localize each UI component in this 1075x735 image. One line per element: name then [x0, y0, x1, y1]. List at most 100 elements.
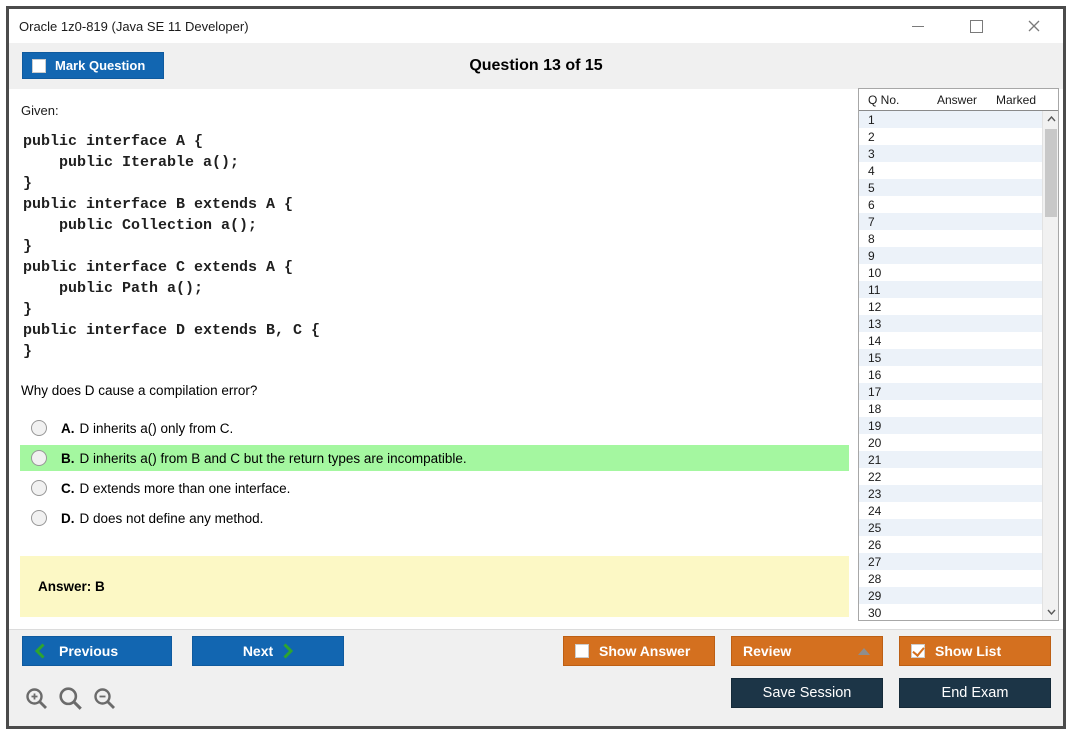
answer-label: Answer: B: [38, 579, 105, 594]
zoom-tools: [25, 686, 117, 712]
question-number: 5: [868, 180, 875, 195]
option-a-radio[interactable]: [31, 420, 47, 436]
question-list-row[interactable]: 8: [859, 230, 1042, 247]
question-number: 18: [868, 401, 882, 416]
question-list-row[interactable]: 9: [859, 247, 1042, 264]
review-label: Review: [743, 643, 792, 659]
show-list-button[interactable]: Show List: [899, 636, 1051, 666]
show-list-checkbox[interactable]: [911, 644, 925, 658]
option-text: D does not define any method.: [79, 510, 264, 526]
question-list-row[interactable]: 13: [859, 315, 1042, 332]
question-list-row[interactable]: 26: [859, 536, 1042, 553]
question-list-row[interactable]: 14: [859, 332, 1042, 349]
option-text: D inherits a() from B and C but the retu…: [79, 450, 467, 466]
zoom-in-icon[interactable]: [25, 687, 49, 711]
question-number: 21: [868, 452, 882, 467]
question-list-row[interactable]: 30: [859, 604, 1042, 620]
question-list-row[interactable]: 18: [859, 400, 1042, 417]
question-list-row[interactable]: 10: [859, 264, 1042, 281]
question-number: 27: [868, 554, 882, 569]
question-list-row[interactable]: 11: [859, 281, 1042, 298]
save-session-label: Save Session: [762, 685, 852, 701]
option-letter: B.: [61, 450, 75, 466]
save-session-button[interactable]: Save Session: [731, 678, 883, 708]
question-list-row[interactable]: 29: [859, 587, 1042, 604]
option-d-radio[interactable]: [31, 510, 47, 526]
question-list-row[interactable]: 7: [859, 213, 1042, 230]
previous-button[interactable]: Previous: [22, 636, 172, 666]
question-list-row[interactable]: 2: [859, 128, 1042, 145]
question-list-row[interactable]: 25: [859, 519, 1042, 536]
question-list-row[interactable]: 19: [859, 417, 1042, 434]
answer-reveal-box: Answer: B: [20, 556, 849, 617]
magnifier-icon[interactable]: [58, 686, 84, 712]
option-letter: A.: [61, 420, 75, 436]
show-answer-button[interactable]: Show Answer: [563, 636, 715, 666]
end-exam-button[interactable]: End Exam: [899, 678, 1051, 708]
question-list-panel: Q No. Answer Marked 1 2 3 4: [858, 88, 1059, 621]
question-number: 1: [868, 112, 875, 127]
question-number: 15: [868, 350, 882, 365]
option-text: D extends more than one interface.: [79, 480, 291, 496]
option-c-radio[interactable]: [31, 480, 47, 496]
question-list-row[interactable]: 21: [859, 451, 1042, 468]
end-exam-label: End Exam: [941, 685, 1009, 701]
question-list-row[interactable]: 28: [859, 570, 1042, 587]
window-controls: [911, 9, 1041, 43]
answer-options: A. D inherits a() only from C. B. D inhe…: [20, 415, 849, 535]
question-list-row[interactable]: 5: [859, 179, 1042, 196]
column-q-no: Q No.: [868, 92, 900, 107]
question-number: 8: [868, 231, 875, 246]
minimize-icon[interactable]: [911, 19, 925, 33]
question-prompt: Why does D cause a compilation error?: [21, 383, 258, 398]
question-number: 10: [868, 265, 882, 280]
show-answer-checkbox[interactable]: [575, 644, 589, 658]
question-number: 25: [868, 520, 882, 535]
question-list-scrollbar[interactable]: [1042, 111, 1058, 620]
question-number: 3: [868, 146, 875, 161]
question-number: 7: [868, 214, 875, 229]
option-b[interactable]: B. D inherits a() from B and C but the r…: [20, 445, 849, 471]
scrollbar-down-icon[interactable]: [1043, 604, 1059, 620]
question-number: 2: [868, 129, 875, 144]
option-b-radio[interactable]: [31, 450, 47, 466]
question-list-row[interactable]: 16: [859, 366, 1042, 383]
question-list-row[interactable]: 15: [859, 349, 1042, 366]
question-number: 6: [868, 197, 875, 212]
mark-question-checkbox[interactable]: [32, 58, 46, 73]
question-list-row[interactable]: 20: [859, 434, 1042, 451]
column-answer: Answer: [936, 92, 977, 107]
maximize-icon[interactable]: [969, 19, 983, 33]
question-list-row[interactable]: 27: [859, 553, 1042, 570]
close-icon[interactable]: [1027, 19, 1041, 33]
mark-question-button[interactable]: Mark Question: [22, 52, 164, 79]
option-letter: C.: [61, 480, 75, 496]
question-list-row[interactable]: 4: [859, 162, 1042, 179]
question-number: 30: [868, 605, 882, 620]
question-number: 17: [868, 384, 882, 399]
window-title: Oracle 1z0-819 (Java SE 11 Developer): [19, 18, 249, 34]
question-list-row[interactable]: 22: [859, 468, 1042, 485]
question-number: 28: [868, 571, 882, 586]
review-button[interactable]: Review: [731, 636, 883, 666]
scrollbar-up-icon[interactable]: [1043, 111, 1059, 127]
option-a[interactable]: A. D inherits a() only from C.: [20, 415, 849, 441]
question-number: 24: [868, 503, 882, 518]
option-d[interactable]: D. D does not define any method.: [20, 505, 849, 531]
review-dropup-icon: [858, 648, 870, 655]
question-list-row[interactable]: 3: [859, 145, 1042, 162]
question-number: 29: [868, 588, 882, 603]
question-list-row[interactable]: 12: [859, 298, 1042, 315]
scrollbar-thumb[interactable]: [1045, 129, 1057, 217]
zoom-out-icon[interactable]: [93, 687, 117, 711]
next-button[interactable]: Next: [192, 636, 344, 666]
question-list-row[interactable]: 6: [859, 196, 1042, 213]
option-c[interactable]: C. D extends more than one interface.: [20, 475, 849, 501]
mark-question-label: Mark Question: [55, 58, 146, 73]
show-answer-label: Show Answer: [599, 643, 691, 659]
question-list-row[interactable]: 24: [859, 502, 1042, 519]
question-number: 19: [868, 418, 882, 433]
question-list-row[interactable]: 17: [859, 383, 1042, 400]
question-list-row[interactable]: 23: [859, 485, 1042, 502]
question-list-row[interactable]: 1: [859, 111, 1042, 128]
